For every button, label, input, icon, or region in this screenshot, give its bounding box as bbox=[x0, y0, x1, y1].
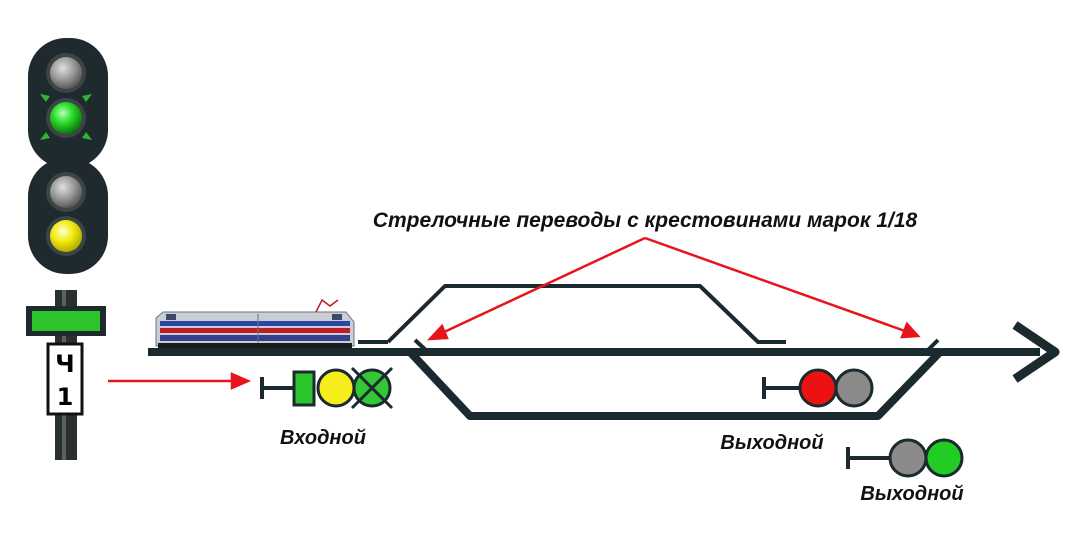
route-indicator-plate bbox=[32, 311, 100, 331]
flash-rays-icon bbox=[40, 94, 92, 140]
track-layout bbox=[148, 284, 1060, 420]
signal-lamp-yellow bbox=[50, 220, 82, 252]
direction-arrow-icon bbox=[1012, 321, 1060, 383]
plate-number: 1 bbox=[57, 383, 74, 411]
exit-signal-main bbox=[846, 438, 964, 478]
signal-lamp-gray bbox=[888, 438, 928, 478]
pointer-arrow bbox=[644, 236, 906, 333]
signal-number-plate bbox=[46, 342, 84, 416]
switch-blade bbox=[922, 338, 940, 356]
train-icon bbox=[155, 298, 355, 348]
switch-blade bbox=[413, 338, 432, 356]
caption-arrows bbox=[108, 236, 921, 390]
cross-out-icon bbox=[350, 366, 394, 410]
signal-lamp-gray bbox=[834, 368, 874, 408]
signal-lamp-red bbox=[798, 368, 838, 408]
arrowhead-icon bbox=[900, 321, 921, 339]
entry-signal-label: Входной bbox=[280, 427, 366, 449]
signal-lamp-yellow bbox=[316, 368, 356, 408]
signal-lamp-gray bbox=[50, 57, 82, 89]
siding-track bbox=[407, 349, 943, 420]
upper-track bbox=[386, 284, 786, 344]
arrowhead-icon bbox=[230, 372, 252, 390]
mast-signal: Ч 1 bbox=[26, 38, 108, 460]
switches-caption: Стрелочные переводы с крестовинами марок… bbox=[373, 209, 918, 232]
entry-signal bbox=[260, 366, 394, 410]
exit-signal-track bbox=[762, 368, 874, 408]
exit-signal-track-label: Выходной bbox=[720, 432, 823, 454]
route-indicator-plate bbox=[292, 370, 316, 407]
exit-signal-main-label: Выходной bbox=[860, 483, 963, 505]
signal-lamp-gray bbox=[50, 176, 82, 208]
pointer-arrow bbox=[441, 236, 646, 335]
plate-letter: Ч bbox=[55, 350, 74, 378]
signal-lamp-green bbox=[50, 102, 82, 134]
arrowhead-icon bbox=[426, 323, 449, 341]
signal-lamp-green bbox=[924, 438, 964, 478]
